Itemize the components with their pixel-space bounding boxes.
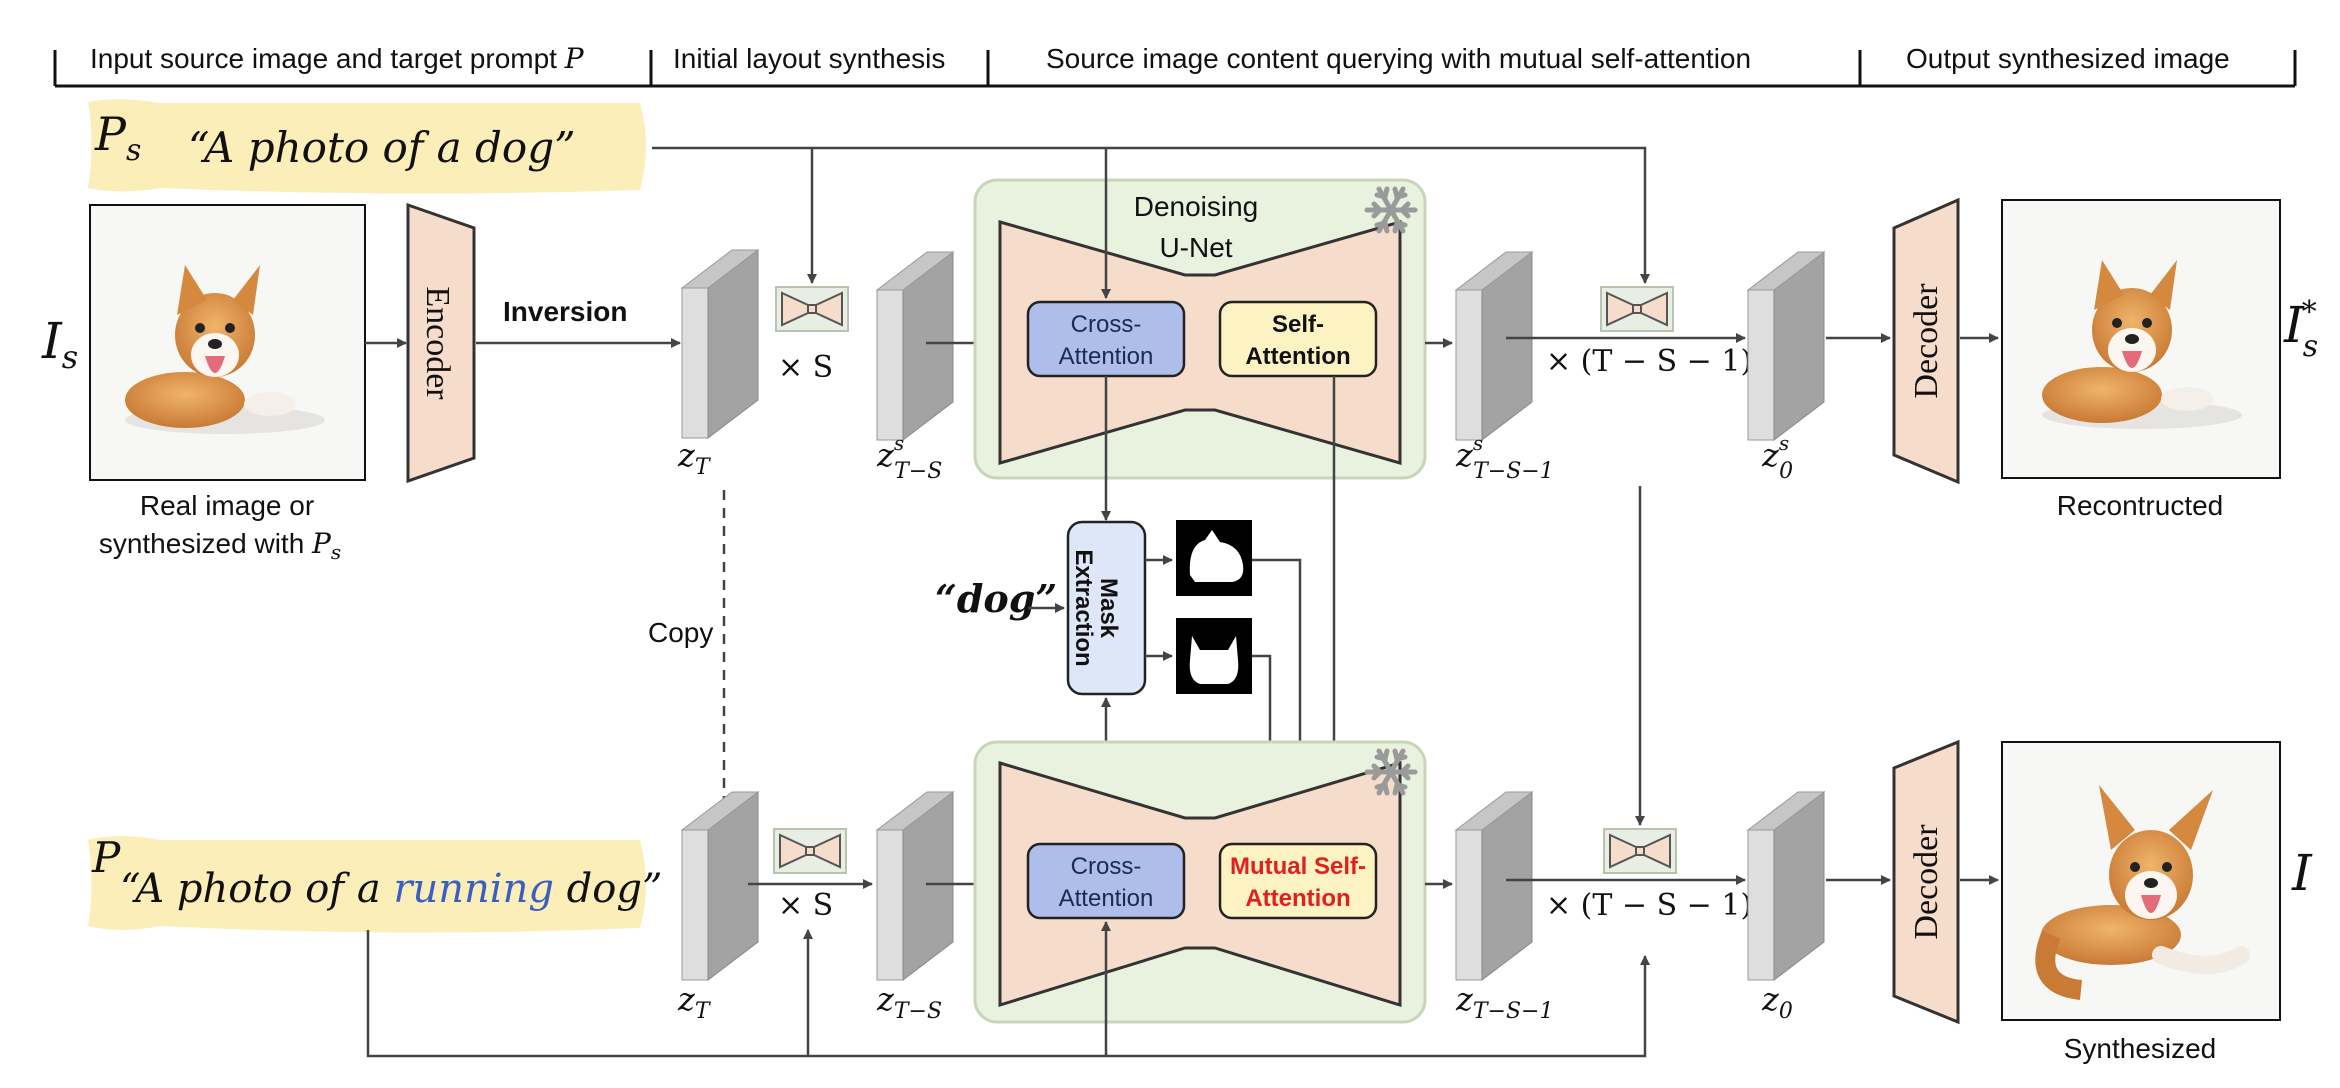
source-image xyxy=(89,204,366,481)
cross-attention-bottom-l1: Cross- xyxy=(1071,853,1142,880)
unet-icon-top-2 xyxy=(1600,286,1674,332)
dog-mask-image xyxy=(1176,520,1252,596)
zts-bottom-label: zT−S xyxy=(876,980,942,1024)
header-bar: Input source image and target prompt P I… xyxy=(53,42,2297,88)
synthesized-symbol: I xyxy=(2291,844,2313,902)
decoder-bottom: Decoder xyxy=(1892,739,1960,1025)
times-s-top: × S xyxy=(778,350,833,385)
encoder-label: Encoder xyxy=(419,286,456,400)
z0-bottom-label: z0 xyxy=(1761,980,1793,1024)
mutual-self-attention xyxy=(1218,842,1378,920)
self-attention-top xyxy=(1218,300,1378,378)
header-output: Output synthesized image xyxy=(1906,43,2230,74)
real-caption-2: synthesized with Ps xyxy=(99,527,341,564)
encoder-block: Encoder xyxy=(406,202,476,484)
zts1-bottom-label: zT−S−1 xyxy=(1455,980,1553,1024)
mutual-self-attention-l1: Mutual Self- xyxy=(1230,853,1366,880)
unet-top-panel: Denoising U-Net Cross- Attention Self- A… xyxy=(973,178,1427,480)
unet-icon-bottom-2 xyxy=(1603,828,1677,874)
self-attention-top-l1: Self- xyxy=(1272,311,1324,338)
unet-bottom-panel: Cross- Attention Mutual Self- Attention xyxy=(973,740,1427,1024)
unet-icon-bottom-1 xyxy=(773,828,847,874)
latent-zts-top xyxy=(876,251,954,441)
header-source: Input source image and target prompt P xyxy=(90,42,585,75)
times-s-bottom: × S xyxy=(778,888,833,923)
copy-label: Copy xyxy=(648,617,713,648)
inversion-label: Inversion xyxy=(503,296,627,327)
reconstructed-caption: Recontructed xyxy=(2057,490,2224,521)
dog-mask-image xyxy=(1176,618,1252,694)
latent-zt-top xyxy=(681,249,759,439)
decoder-top: Decoder xyxy=(1892,197,1960,485)
decoder-top-label: Decoder xyxy=(1908,283,1945,399)
latent-zts1-top xyxy=(1455,251,1533,441)
latent-zts1-bottom xyxy=(1455,791,1533,981)
times-rest-bottom: × (T − S − 1) xyxy=(1546,888,1752,923)
header-layout: Initial layout synthesis xyxy=(673,43,945,74)
cross-attention-bottom xyxy=(1026,842,1186,920)
reconstructed-image xyxy=(2001,199,2281,479)
times-rest-top: × (T − S − 1) xyxy=(1546,344,1752,379)
target-prompt-text: “A photo of a running dog” xyxy=(120,866,662,912)
target-prompt: P “A photo of a running dog” xyxy=(88,833,662,933)
zt-bottom-label: zT xyxy=(677,980,712,1024)
header-query: Source image content querying with mutua… xyxy=(1046,43,1751,74)
mutual-self-attention-l2: Attention xyxy=(1245,885,1350,912)
source-image-symbol: Is xyxy=(41,312,78,376)
latent-z0-top xyxy=(1747,251,1825,441)
zt-top-label: zT xyxy=(677,436,712,480)
denoising-label-1: Denoising xyxy=(1134,191,1259,222)
synthesized-image xyxy=(2001,741,2281,1021)
source-prompt-symbol: Ps xyxy=(94,107,141,168)
corgi-image xyxy=(125,265,325,434)
latent-zts-bottom xyxy=(876,791,954,981)
real-caption-1: Real image or xyxy=(140,490,314,521)
target-prompt-symbol: P xyxy=(91,833,121,882)
mask-label-1: Mask xyxy=(1095,578,1122,639)
denoising-label-2: U-Net xyxy=(1159,232,1232,263)
cross-attention-top-l2: Attention xyxy=(1059,343,1154,370)
dog-token: “dog” xyxy=(935,576,1057,621)
source-prompt: Ps “A photo of a dog” xyxy=(88,99,646,194)
decoder-bottom-label: Decoder xyxy=(1908,824,1945,940)
synthesized-caption: Synthesized xyxy=(2064,1033,2217,1064)
mask-label-2: Extraction xyxy=(1070,549,1097,666)
self-attention-top-l2: Attention xyxy=(1245,343,1350,370)
latent-zt-bottom xyxy=(681,791,759,981)
mask-extraction-box: Mask Extraction xyxy=(1066,520,1147,696)
reconstructed-symbol: I*s xyxy=(2283,295,2318,364)
source-prompt-text: “A photo of a dog” xyxy=(188,123,576,172)
latent-z0-bottom xyxy=(1747,791,1825,981)
cross-attention-bottom-l2: Attention xyxy=(1059,885,1154,912)
cross-attention-top-l1: Cross- xyxy=(1071,311,1142,338)
unet-icon-top-1 xyxy=(775,286,849,332)
